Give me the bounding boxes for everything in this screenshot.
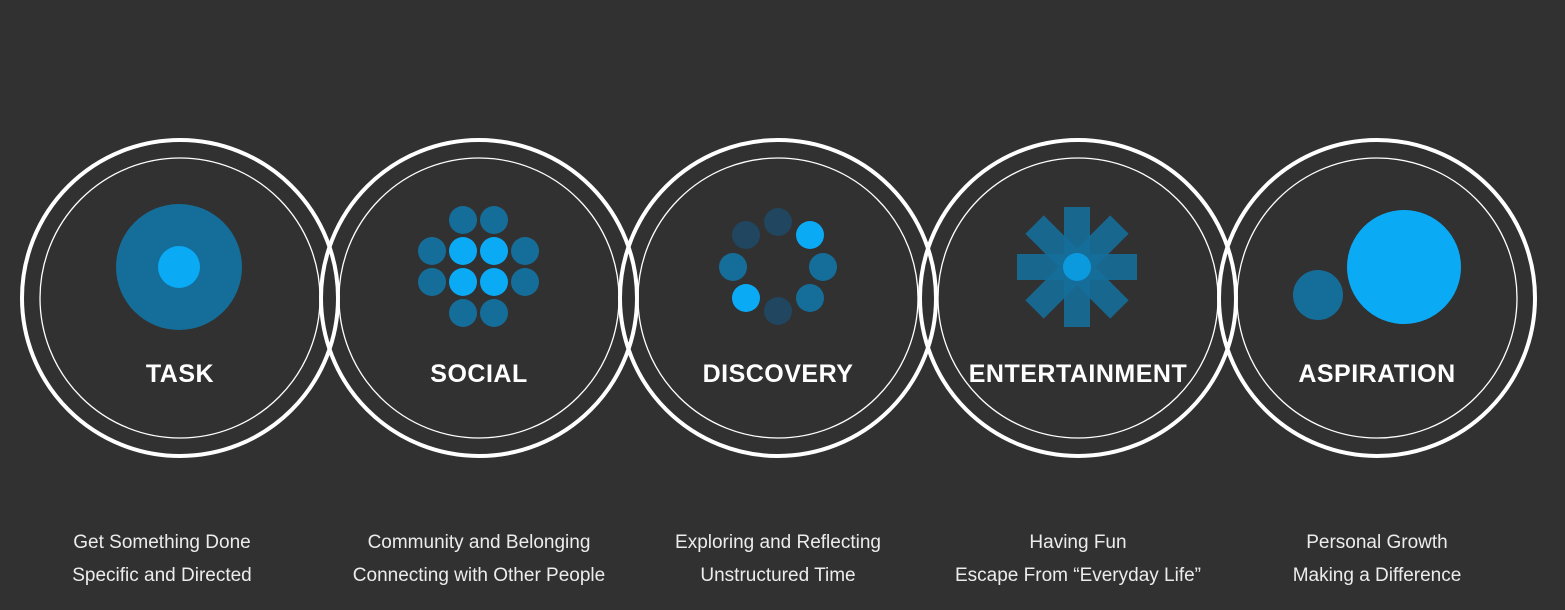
title-aspiration: ASPIRATION: [1298, 360, 1456, 388]
title-discovery: DISCOVERY: [702, 360, 854, 388]
ring-aspiration: [1217, 138, 1537, 458]
growth-circles-icon: [1293, 210, 1461, 324]
target-icon: [116, 204, 242, 330]
desc-entertainment-line2: Escape From “Everyday Life”: [954, 565, 1202, 586]
desc-discovery: Exploring and Reflecting Unstructured Ti…: [618, 526, 938, 592]
desc-entertainment: Having Fun Escape From “Everyday Life”: [918, 526, 1238, 592]
desc-aspiration-line1: Personal Growth: [1306, 532, 1448, 553]
desc-aspiration-line2: Making a Difference: [1292, 565, 1462, 586]
title-entertainment: ENTERTAINMENT: [968, 360, 1188, 388]
desc-entertainment-line1: Having Fun: [1029, 532, 1127, 553]
desc-social: Community and Belonging Connecting with …: [319, 526, 639, 592]
title-task: TASK: [145, 360, 215, 388]
desc-discovery-line1: Exploring and Reflecting: [675, 532, 881, 553]
dot-ring-icon: [719, 208, 837, 325]
desc-discovery-line2: Unstructured Time: [700, 565, 856, 586]
desc-task: Get Something Done Specific and Directed: [2, 526, 322, 592]
ring-social: [319, 138, 639, 458]
dot-cluster-icon: [418, 206, 539, 327]
desc-social-line1: Community and Belonging: [367, 532, 591, 553]
desc-task-line2: Specific and Directed: [72, 565, 252, 586]
desc-social-line2: Connecting with Other People: [352, 565, 606, 586]
title-social: SOCIAL: [430, 360, 528, 388]
desc-task-line1: Get Something Done: [73, 532, 251, 553]
starburst-icon: [1017, 207, 1137, 327]
desc-aspiration: Personal Growth Making a Difference: [1217, 526, 1537, 592]
